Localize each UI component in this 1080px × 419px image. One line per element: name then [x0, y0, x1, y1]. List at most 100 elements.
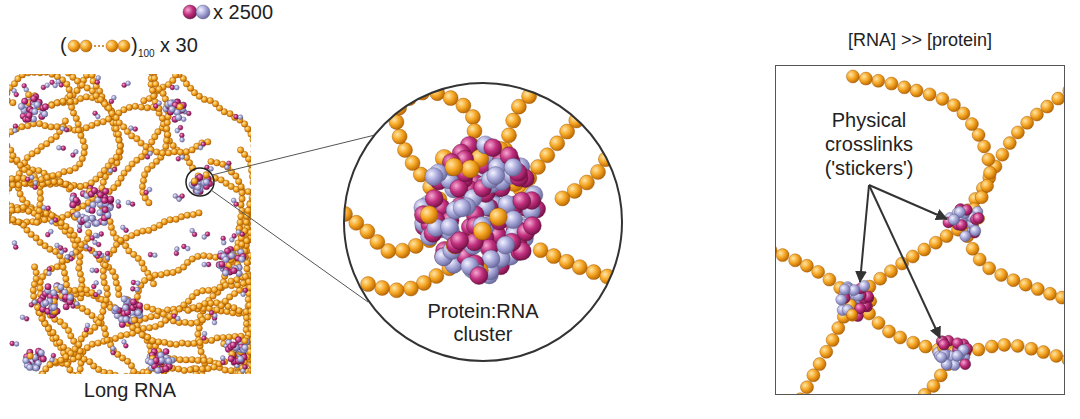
bead	[227, 111, 233, 117]
bead	[61, 169, 67, 175]
bead	[569, 113, 584, 128]
bead	[126, 81, 131, 86]
bead	[83, 94, 89, 100]
bead	[122, 340, 127, 345]
bead	[155, 339, 161, 345]
bead	[108, 168, 113, 173]
bead	[95, 340, 101, 346]
bead	[522, 89, 537, 104]
bead	[579, 103, 594, 118]
bead	[94, 268, 99, 273]
bead	[107, 218, 113, 224]
bead	[195, 253, 201, 259]
bead	[9, 176, 15, 182]
bead	[389, 115, 404, 130]
bead	[250, 368, 251, 374]
bead	[137, 302, 143, 308]
bead	[152, 272, 158, 278]
bead	[898, 81, 911, 94]
cluster-label: Protein:RNA cluster	[413, 300, 553, 346]
bead	[225, 165, 230, 170]
bead	[823, 273, 836, 286]
bead	[164, 131, 170, 137]
bead	[416, 276, 431, 291]
bead	[62, 118, 68, 124]
bead	[180, 137, 185, 142]
bead	[146, 200, 152, 206]
bead	[91, 188, 97, 194]
bead	[972, 343, 985, 356]
bead	[175, 366, 181, 372]
bead	[77, 228, 82, 233]
bead	[1019, 278, 1032, 291]
bead	[151, 75, 157, 81]
bead	[228, 356, 234, 362]
bead	[502, 128, 517, 143]
bead	[251, 189, 252, 195]
bead	[533, 243, 548, 258]
bead	[190, 228, 195, 233]
bead	[117, 143, 123, 149]
bead	[996, 148, 1009, 161]
bead	[144, 334, 150, 340]
bead	[847, 309, 858, 320]
bead	[12, 88, 17, 93]
bead	[177, 197, 182, 202]
bead	[149, 87, 155, 93]
bead	[604, 138, 619, 153]
bracket: )	[131, 34, 138, 57]
bead	[982, 153, 995, 166]
bead	[177, 357, 183, 363]
bead	[198, 145, 203, 150]
bead	[221, 236, 226, 241]
bead	[234, 276, 240, 282]
bead	[108, 196, 114, 202]
bead	[77, 286, 83, 292]
bead	[245, 296, 251, 302]
bead	[180, 133, 185, 138]
bead	[598, 152, 613, 167]
bead	[453, 199, 471, 217]
bead	[81, 150, 87, 156]
bead	[182, 319, 188, 325]
bead	[108, 224, 114, 230]
bead	[130, 299, 136, 305]
bead	[194, 290, 200, 296]
bead	[201, 357, 207, 363]
bead	[239, 256, 245, 262]
bead	[63, 181, 69, 187]
bead	[995, 269, 1008, 282]
bead	[37, 196, 43, 202]
bead	[820, 345, 833, 358]
bead	[74, 211, 80, 217]
bead	[1025, 342, 1038, 355]
bead	[40, 356, 46, 362]
bead	[102, 262, 108, 268]
bead	[86, 230, 92, 236]
bead	[135, 310, 141, 316]
bead	[42, 104, 48, 110]
bead	[236, 230, 241, 235]
bead	[242, 338, 248, 344]
bead	[392, 129, 407, 144]
bead	[134, 294, 140, 300]
bead	[181, 367, 187, 373]
bead	[94, 281, 99, 286]
bead	[1044, 287, 1057, 300]
bead	[83, 215, 89, 221]
bead	[800, 259, 813, 272]
bead	[395, 243, 410, 258]
bead	[80, 40, 92, 52]
bead	[43, 300, 49, 306]
bead	[239, 196, 245, 202]
bead	[159, 150, 165, 156]
bead	[31, 281, 37, 287]
bead	[33, 365, 39, 371]
bead	[84, 327, 89, 332]
bead	[203, 179, 209, 185]
bead	[523, 217, 541, 235]
bead	[107, 370, 113, 374]
bead	[101, 280, 107, 286]
bead	[116, 136, 122, 142]
bead	[100, 274, 106, 280]
